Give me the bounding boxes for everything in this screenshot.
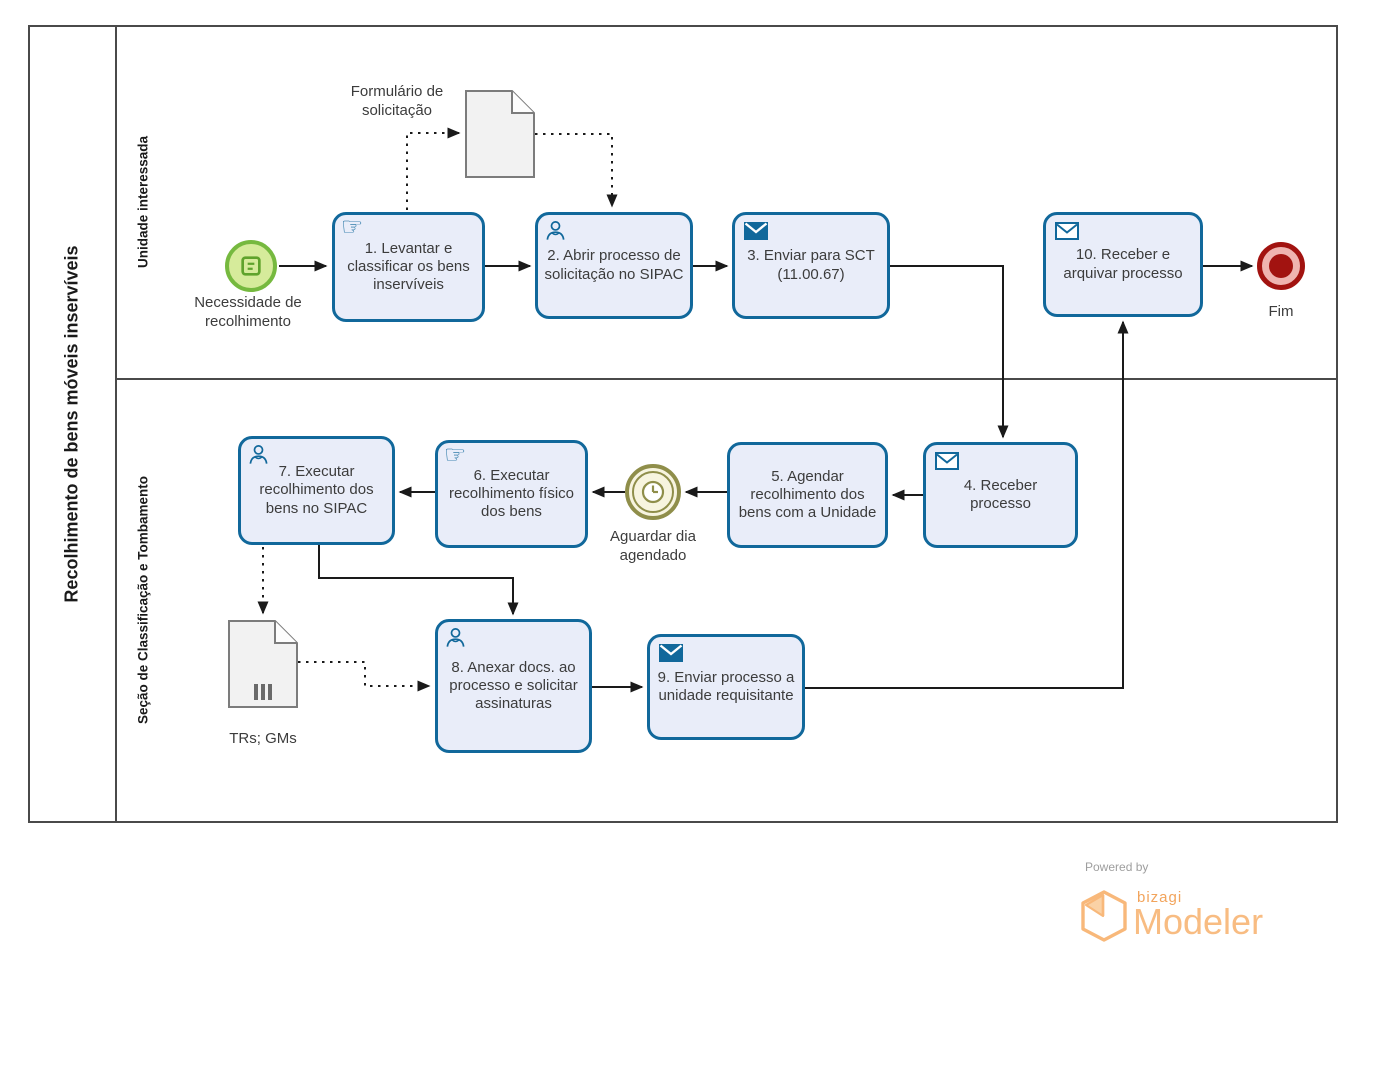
task-label: 7. Executar recolhimento dos bens no SIP… [259, 463, 374, 517]
bizagi-box-icon [1081, 890, 1127, 942]
association-doc-formulario-to-task2 [535, 133, 618, 208]
task-label: 5. Agendar recolhimento dos bens com a U… [738, 467, 877, 522]
task-2-abrir-processo: 2. Abrir processo de solicitação no SIPA… [535, 212, 693, 319]
task-1-levantar-classificar: ☞ 1. Levantar e classificar os bens inse… [332, 212, 485, 322]
task-label: 1. Levantar e classificar os bens inserv… [347, 239, 470, 294]
timer-event-aguardar [625, 464, 681, 520]
task-3-enviar-sct: 3. Enviar para SCT (11.00.67) [732, 212, 890, 319]
association-doc-trs-gms-to-task8 [298, 661, 431, 692]
document-icon [228, 620, 298, 708]
flow-task7-to-task8 [318, 545, 519, 616]
association-task1-to-doc-formulario [406, 127, 461, 210]
receive-envelope-icon [935, 452, 959, 473]
receive-envelope-icon [1055, 222, 1079, 243]
document-icon [465, 90, 535, 178]
clock-icon [640, 479, 666, 505]
task-9-enviar-processo-unidade: 9. Enviar processo a unidade requisitant… [647, 634, 805, 740]
end-event-label: Fim [1268, 303, 1294, 320]
task-5-agendar-recolhimento: 5. Agendar recolhimento dos bens com a U… [727, 442, 888, 548]
timer-event-label: Aguardar dia agendado [610, 528, 696, 565]
flow-task9-to-task10 [805, 320, 1129, 689]
task-label: 9. Enviar processo a unidade requisitant… [657, 668, 795, 704]
task-4-receber-processo: 4. Receber processo [923, 442, 1078, 548]
flow-task3-to-task4 [890, 265, 1009, 439]
document-trs-gms-label: TRs; GMs [229, 730, 297, 747]
lane-divider [117, 378, 1338, 380]
task-10-receber-arquivar: 10. Receber e arquivar processo [1043, 212, 1203, 317]
end-event-core [1269, 254, 1293, 278]
task-7-executar-recolhimento-sipac: 7. Executar recolhimento dos bens no SIP… [238, 436, 395, 545]
document-formulario-solicitacao [465, 90, 535, 183]
powered-by-text: Powered by [1085, 860, 1149, 874]
task-6-executar-recolhimento-fisico: ☞ 6. Executar recolhimento físico dos be… [435, 440, 588, 548]
start-event-necessidade [225, 240, 277, 292]
task-label: 4. Receber processo [963, 476, 1038, 512]
task-8-anexar-docs: 8. Anexar docs. ao processo e solicitar … [435, 619, 592, 753]
send-envelope-icon [744, 222, 768, 243]
send-envelope-icon [659, 644, 683, 665]
manual-hand-icon: ☞ [341, 213, 364, 241]
task-label: 2. Abrir processo de solicitação no SIPA… [544, 247, 684, 283]
task-label: 6. Executar recolhimento físico dos bens [448, 466, 575, 521]
start-event-label: Necessidade de recolhimento [194, 294, 302, 331]
bizagi-brand-text: bizagi [1137, 889, 1183, 906]
end-event [1257, 242, 1305, 290]
document-formulario-label: Formulário de solicitação [350, 83, 444, 120]
user-icon [444, 626, 467, 652]
document-lines-mark [254, 684, 258, 700]
modeler-product-text: Modeler [1133, 901, 1264, 942]
task-label: 8. Anexar docs. ao processo e solicitar … [449, 658, 578, 713]
document-trs-gms [228, 620, 298, 713]
task-label: 10. Receber e arquivar processo [1063, 246, 1183, 282]
manual-hand-icon: ☞ [444, 441, 467, 469]
user-icon [247, 443, 270, 469]
timer-inner-ring [632, 471, 674, 513]
form-icon [241, 256, 261, 276]
pool-header-band [28, 25, 117, 823]
user-icon [544, 219, 567, 245]
task-label: 3. Enviar para SCT (11.00.67) [747, 247, 875, 283]
